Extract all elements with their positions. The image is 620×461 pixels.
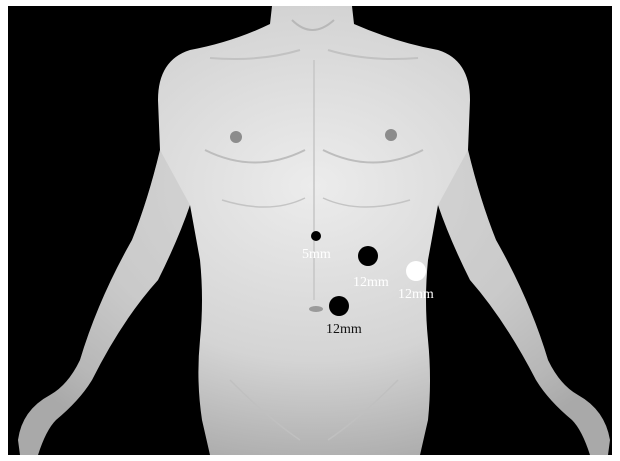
port-marker-5mm xyxy=(311,231,321,241)
port-label-12mm-white: 12mm xyxy=(398,288,434,302)
port-label-12mm-upper: 12mm xyxy=(353,276,389,290)
navel xyxy=(309,306,323,312)
port-marker-12mm-lower xyxy=(329,296,349,316)
port-label-12mm-lower: 12mm xyxy=(326,323,362,337)
port-label-5mm: 5mm xyxy=(302,248,331,262)
port-marker-12mm-upper xyxy=(358,246,378,266)
port-marker-12mm-white xyxy=(406,261,426,281)
nipple-right xyxy=(385,129,397,141)
nipple-left xyxy=(230,131,242,143)
